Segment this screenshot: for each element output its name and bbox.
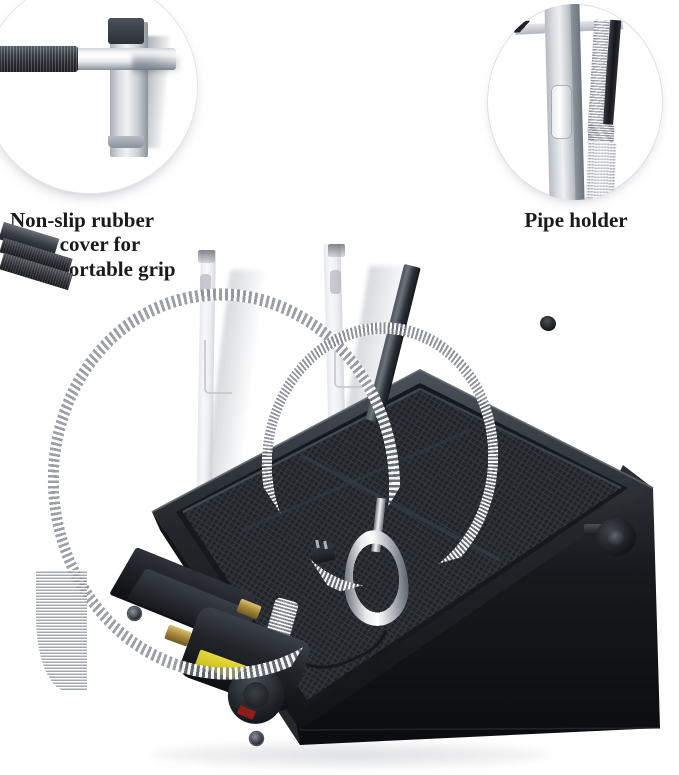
- pipe-holder-clip: [552, 86, 571, 138]
- caster-mount-stem: [584, 524, 602, 535]
- product-floor-shadow: [150, 742, 550, 768]
- callout-circle-non-slip-grip: [0, 0, 198, 194]
- handle-post: [110, 22, 148, 157]
- upright-post-clip-left: [200, 274, 211, 298]
- non-slip-rubber-grip: [0, 46, 78, 72]
- held-hose-lower: [585, 141, 617, 200]
- upright-post-cap-left: [198, 250, 215, 263]
- pan-bottom-edge: [299, 727, 661, 731]
- handle-bar-shadow: [132, 54, 180, 74]
- pump-end-cap-center: [243, 682, 269, 708]
- upright-post-clip-right: [330, 270, 341, 294]
- callout-label-line-1: Non-slip rubber: [10, 208, 155, 232]
- callout-label-line-2: cover for: [59, 232, 141, 257]
- handle-post-end-cap: [108, 18, 144, 44]
- callout-circle-pipe-holder: [487, 4, 663, 200]
- clear-drain-hose-tail: [36, 570, 87, 691]
- upright-post-cap-right: [328, 244, 345, 257]
- callout-label-pipe-holder: Pipe holder: [490, 208, 662, 232]
- pipe-holder-arm-tip: [513, 20, 537, 33]
- product-oil-drain-pan: [0, 221, 679, 775]
- callout-label-line-1: Pipe holder: [524, 208, 628, 232]
- bracket-bolt-lower: [250, 732, 263, 745]
- handle-post-hook-foot: [108, 136, 144, 148]
- caster-wheel-hub: [608, 530, 624, 545]
